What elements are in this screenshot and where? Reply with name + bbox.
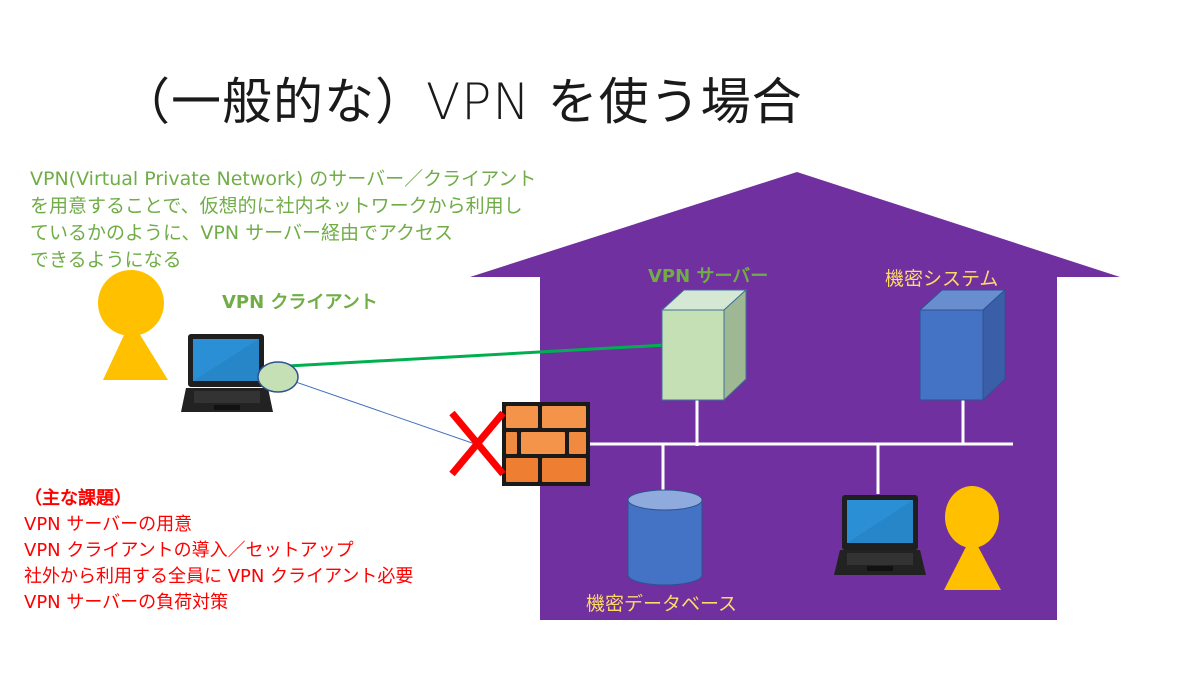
blocked-x-mark (449, 410, 506, 477)
internal-user-icon (944, 486, 1001, 590)
vpn-client-module-icon (257, 361, 299, 393)
blocked-direct-line (289, 379, 476, 445)
secret-database-icon (627, 489, 703, 586)
secret-system-server-icon (918, 288, 1007, 402)
vpn-description: VPN(Virtual Private Network) のサーバー／クライアン… (30, 166, 536, 274)
external-user-icon (98, 270, 168, 380)
vpn-server-icon (660, 288, 748, 402)
issues-list: （主な課題） VPN サーバーの用意 VPN クライアントの導入／セットアップ … (24, 486, 413, 616)
vpn-server-label: VPN サーバー (648, 266, 769, 287)
issue-item: VPN クライアントの導入／セットアップ (24, 540, 354, 561)
external-laptop-icon (181, 334, 273, 412)
description-line: できるようになる (30, 249, 182, 271)
issue-item: 社外から利用する全員に VPN クライアント必要 (24, 566, 414, 587)
issues-heading: （主な課題） (24, 488, 132, 509)
description-line: VPN(Virtual Private Network) のサーバー／クライアン… (30, 168, 537, 190)
description-line: を用意することで、仮想的に社内ネットワークから利用し (30, 195, 523, 217)
page-title: （一般的な）VPN を使う場合 (120, 73, 803, 131)
internal-network-bus (580, 400, 1013, 494)
secret-database-label: 機密データベース (586, 593, 738, 615)
internal-laptop-icon (834, 495, 926, 575)
firewall-icon (502, 402, 590, 486)
secret-system-label: 機密システム (885, 268, 999, 290)
issue-item: VPN サーバーの用意 (24, 514, 193, 535)
description-line: ているかのように、VPN サーバー経由でアクセス (30, 222, 453, 244)
company-building (470, 172, 1120, 620)
vpn-tunnel-line (287, 343, 667, 368)
vpn-client-label: VPN クライアント (222, 292, 378, 313)
issue-item: VPN サーバーの負荷対策 (24, 592, 229, 613)
